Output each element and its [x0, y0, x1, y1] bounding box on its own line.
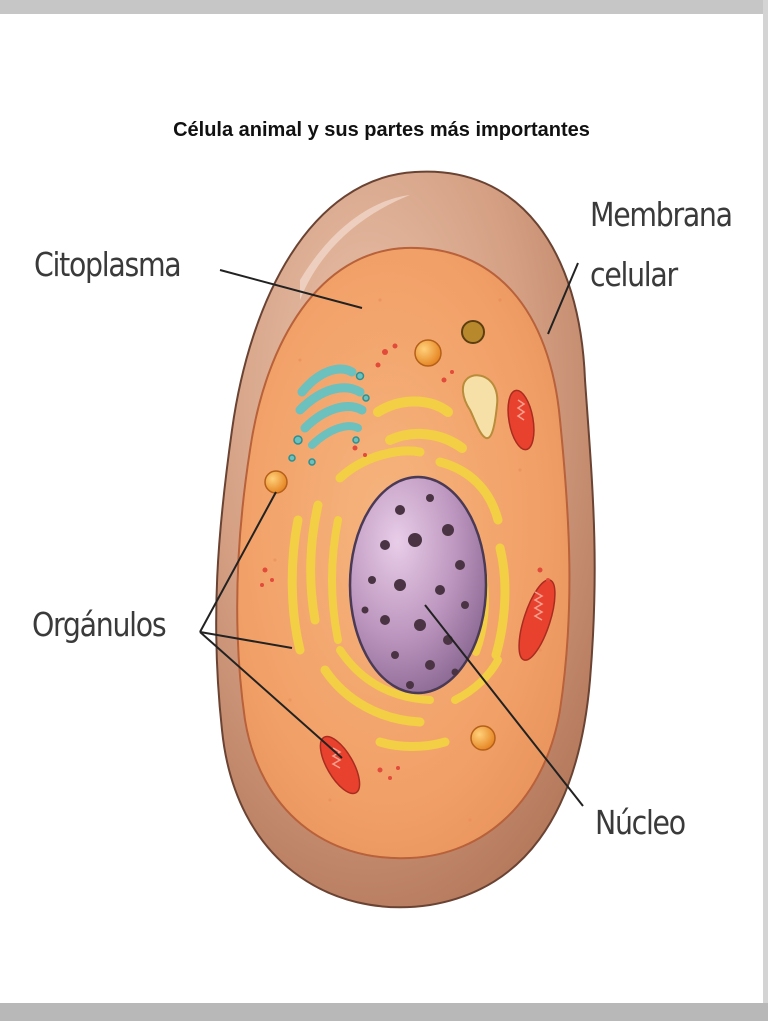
vesicles: [264, 320, 496, 751]
leader-membrana: [547, 262, 579, 335]
cytoplasm-texture: [273, 298, 542, 822]
endoplasmic-reticulum: [287, 396, 510, 751]
window-top-bar: [0, 0, 768, 14]
label-citoplasma: Citoplasma: [34, 245, 182, 284]
nucleus-chromatin: [361, 494, 469, 689]
leader-organulos-2: [199, 631, 293, 649]
label-organulos: Orgánulos: [32, 605, 167, 644]
golgi-apparatus: [288, 364, 370, 466]
nucleus: [348, 475, 488, 695]
page-title: Célula animal y sus partes más important…: [173, 119, 590, 141]
leader-nucleo: [424, 604, 584, 807]
vacuole: [462, 374, 499, 440]
window-right-edge: [763, 0, 768, 1021]
leader-organulos-3: [199, 631, 343, 759]
label-membrana: Membrana: [590, 195, 733, 234]
leader-organulos-1: [199, 491, 277, 633]
leader-citoplasma: [219, 269, 363, 309]
window-bottom-bar: [0, 1003, 768, 1021]
label-nucleo: Núcleo: [595, 803, 686, 842]
mitochondria: [319, 389, 556, 795]
label-celular: celular: [590, 255, 678, 294]
ribosome-clusters: [260, 343, 550, 780]
leader-lines: [199, 262, 584, 807]
